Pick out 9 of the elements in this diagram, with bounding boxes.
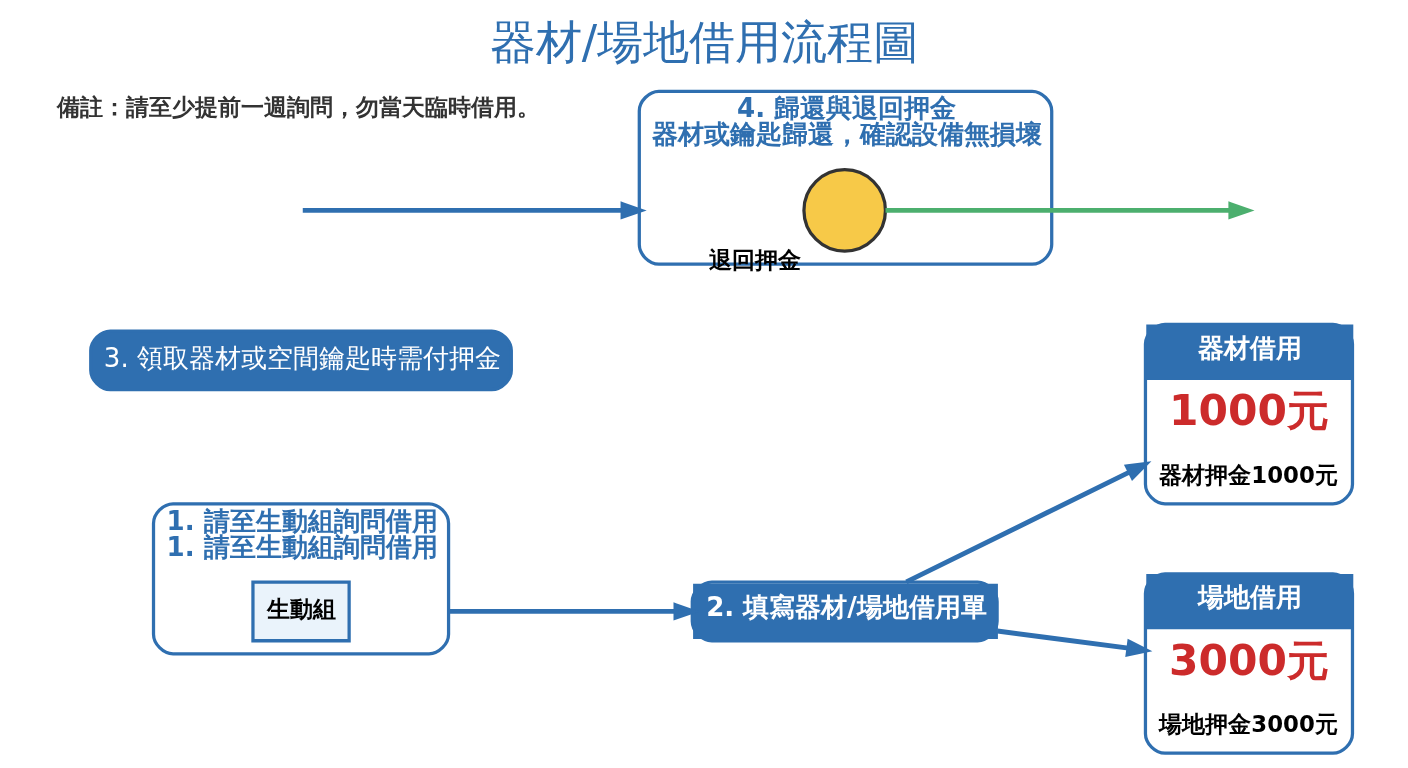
diagram-title: 器材/場地借用流程圖 [489,15,919,69]
node-box: 生動組 [250,580,351,643]
node-circle [801,168,887,253]
label: 備註：請至少提前一週詢問，勿當天臨時借用。 [56,94,540,121]
arrow [302,201,647,220]
arrow [904,461,1151,585]
arrow [885,201,1255,220]
node-box: 3. 領取器材或空間鑰匙時需付押金 [88,329,513,392]
arrow [996,628,1152,657]
